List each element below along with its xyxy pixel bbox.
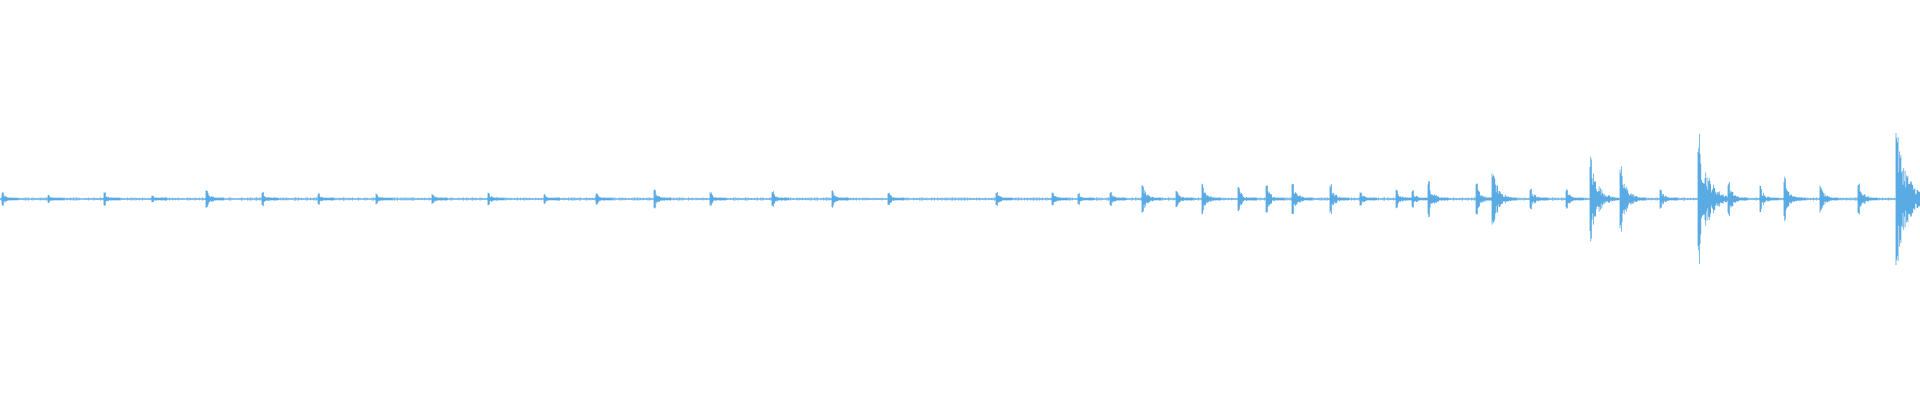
waveform-pulse [1395, 189, 1414, 209]
waveform-noise-floor [0, 197, 1919, 201]
waveform-pulse [1619, 166, 1646, 232]
waveform-pulse [1783, 176, 1807, 222]
waveform-pulse [653, 189, 672, 209]
waveform-pulse [1175, 190, 1194, 208]
waveform-pulse [1659, 189, 1678, 209]
waveform-pulses [0, 132, 1920, 266]
